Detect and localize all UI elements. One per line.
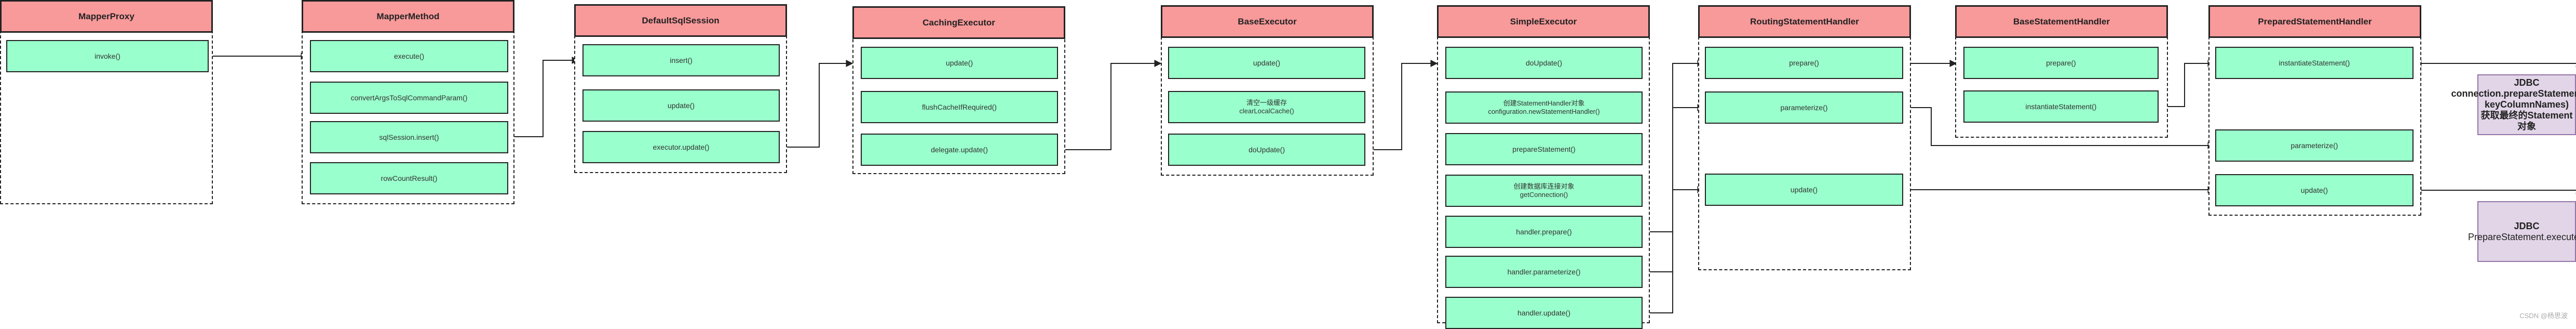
- arrow-handler-update-to-routing-update: [1641, 186, 1705, 317]
- clear-local-cache-call: clearLocalCache(): [1239, 107, 1294, 115]
- arrow-prepared-update-to-jdbc-execute: [2414, 187, 2576, 201]
- executor-update-method: executor.update(): [582, 131, 780, 163]
- delegate-update-method: delegate.update(): [861, 134, 1058, 166]
- get-connection-note: 创建数据库连接对象: [1513, 182, 1575, 190]
- simple-do-update-method: doUpdate(): [1445, 47, 1643, 79]
- new-statement-handler-note: 创建StatementHandler对象: [1503, 99, 1585, 107]
- watermark: CSDN @杨思波: [2519, 312, 2568, 320]
- arrow-delegate-update-to-base-update: [1057, 60, 1162, 150]
- simple-executor-header: SimpleExecutor: [1437, 5, 1650, 38]
- arrow-executor-update-to-caching-update: [780, 60, 853, 148]
- row-count-result-method: rowCountResult(): [310, 162, 508, 194]
- sqlsession-insert-method: sqlSession.insert(): [310, 121, 508, 153]
- arrow-routing-parameterize-to-prepared-parameterize: [1903, 104, 2215, 149]
- base-instantiate-statement-method: instantiateStatement(): [1963, 90, 2159, 123]
- default-sql-session-header: DefaultSqlSession: [574, 4, 787, 37]
- base-prepare-method: prepare(): [1963, 47, 2159, 79]
- mapper-proxy-header: MapperProxy: [0, 0, 213, 33]
- jdbc-execute-box: JDBC PrepareStatement.execute(): [2468, 201, 2576, 262]
- prepared-statement-handler-header: PreparedStatementHandler: [2208, 5, 2421, 38]
- prepared-update-method: update(): [2215, 174, 2414, 206]
- clear-local-cache-note: 清空一级缓存: [1246, 99, 1287, 107]
- jdbc-prepare-line-1: connection.prepareStatement(sql,: [2451, 88, 2576, 99]
- clear-local-cache-method: 清空一级缓存 clearLocalCache(): [1168, 91, 1365, 123]
- prepared-parameterize-method: parameterize(): [2215, 129, 2414, 162]
- jdbc-execute-title: JDBC: [2514, 220, 2540, 231]
- jdbc-execute-line-1: PrepareStatement.execute(): [2467, 231, 2576, 242]
- new-statement-handler-method: 创建StatementHandler对象 configuration.newSt…: [1445, 91, 1643, 124]
- arrow-sqlsession-insert-to-insert: [509, 57, 579, 137]
- caching-executor-header: CachingExecutor: [852, 6, 1065, 39]
- caching-update-method: update(): [861, 47, 1058, 79]
- jdbc-prepare-line-2: keyColumnNames): [2484, 99, 2569, 110]
- prepared-instantiate-statement-method: instantiateStatement(): [2215, 47, 2414, 79]
- invoke-method: invoke(): [6, 40, 209, 72]
- routing-statement-handler-header: RoutingStatementHandler: [1698, 5, 1911, 38]
- execute-method: execute(): [310, 40, 508, 72]
- insert-method: insert(): [582, 44, 780, 76]
- update-method: update(): [582, 89, 780, 122]
- jdbc-prepare-title: JDBC: [2514, 77, 2540, 88]
- arrow-doupdate-to-simple-doupdate: [1364, 60, 1438, 150]
- arrow-prepared-instantiate-to-jdbc-prepare: [2414, 60, 2576, 74]
- base-update-method: update(): [1168, 47, 1365, 79]
- prepare-statement-method: prepareStatement(): [1445, 133, 1643, 165]
- routing-prepare-method: prepare(): [1705, 47, 1903, 79]
- get-connection-call: getConnection(): [1520, 191, 1568, 199]
- routing-update-method: update(): [1705, 174, 1903, 206]
- do-update-method: doUpdate(): [1168, 134, 1365, 166]
- handler-parameterize-method: handler.parameterize(): [1445, 256, 1643, 288]
- jdbc-prepare-statement-box: JDBC connection.prepareStatement(sql, ke…: [2451, 74, 2576, 135]
- routing-parameterize-method: parameterize(): [1705, 91, 1903, 124]
- convert-args-method: convertArgsToSqlCommandParam(): [310, 82, 508, 114]
- mapper-method-header: MapperMethod: [302, 0, 514, 33]
- handler-prepare-method: handler.prepare(): [1445, 216, 1643, 248]
- handler-update-method: handler.update(): [1445, 297, 1643, 329]
- new-statement-handler-call: configuration.newStatementHandler(): [1488, 108, 1600, 115]
- jdbc-prepare-line-3: 获取最终的Statement对象: [2480, 110, 2573, 131]
- get-connection-method: 创建数据库连接对象 getConnection(): [1445, 175, 1643, 207]
- base-executor-header: BaseExecutor: [1161, 5, 1374, 38]
- flush-cache-method: flushCacheIfRequired(): [861, 91, 1058, 123]
- base-statement-handler-header: BaseStatementHandler: [1955, 5, 2168, 38]
